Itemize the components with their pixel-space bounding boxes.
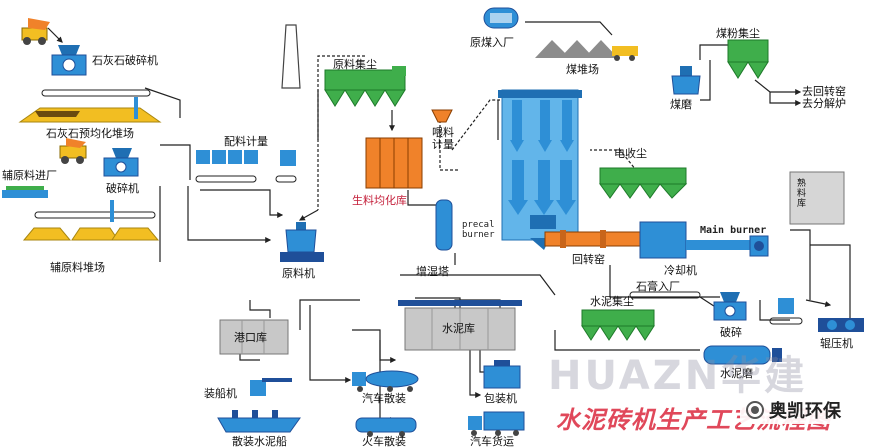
- cooler: [639, 221, 769, 259]
- label-coal-mill: 煤磨: [670, 98, 692, 111]
- label-cement-mill: 水泥磨: [720, 367, 753, 380]
- roller-press-bin: [769, 298, 803, 325]
- label-bulk-ship: 散装水泥船: [232, 435, 287, 448]
- label-to-rotary-kiln: 去回转窑: [802, 85, 846, 98]
- brand-badge: 奥凯环保: [740, 396, 847, 424]
- watermark: HUAZN华建: [548, 353, 808, 399]
- limestone-conveyor: [18, 89, 162, 123]
- packer-icon: [483, 360, 521, 389]
- raw-meal-silo: [365, 137, 423, 189]
- cement-mill-icon: [703, 345, 782, 365]
- label-aux-material-in: 辅原料进厂: [2, 169, 57, 182]
- label-crushing: 破碎: [720, 326, 742, 339]
- label-limestone-prehomogenization: 石灰石预均化堆场: [46, 127, 134, 140]
- label-ship-loader: 装船机: [204, 387, 237, 400]
- bulk-ship-icon: [217, 410, 301, 433]
- bulk-train-icon: [355, 417, 417, 437]
- label-aux-material-yard: 辅原料堆场: [50, 261, 105, 274]
- bulk-truck-icon: [352, 370, 419, 392]
- roller-press-icon: [818, 318, 864, 332]
- label-bulk-train: 火车散装: [362, 435, 406, 448]
- clinker-silo: [789, 171, 845, 225]
- label-roller-press: 辊压机: [820, 337, 853, 350]
- aux-truck-icon: [59, 138, 87, 164]
- limestone-truck-icon: [21, 18, 50, 45]
- label-rotary-kiln: 回转窑: [572, 253, 605, 266]
- label-port-silo: 港口库: [234, 331, 267, 344]
- wechat-icon: [746, 401, 764, 419]
- rotary-kiln: [530, 230, 646, 250]
- chimney: [281, 24, 301, 89]
- label-coal-yard: 煤堆场: [566, 63, 599, 76]
- raw-meal-dust-collector: [324, 66, 406, 107]
- brand-name: 奥凯环保: [769, 401, 841, 422]
- raw-coal-unloader: [483, 7, 519, 29]
- label-truck-shipping: 汽车货运: [470, 435, 514, 448]
- label-crusher: 破碎机: [106, 182, 139, 195]
- cement-dust-collector: [581, 309, 655, 341]
- label-limestone-crusher: 石灰石破碎机: [92, 54, 158, 67]
- label-raw-meal-homogenizing: 生料均化库: [352, 194, 407, 207]
- ship-loader-icon: [250, 378, 292, 396]
- label-raw-coal-in: 原煤入厂: [470, 36, 514, 49]
- batching-bins: [195, 150, 297, 183]
- flow-lines: [144, 21, 851, 423]
- gypsum-conveyor: [629, 291, 701, 299]
- gypsum-crusher-icon: [713, 292, 747, 321]
- label-to-calciner: 去分解炉: [802, 97, 846, 110]
- electrostatic-dust-collector: [599, 167, 688, 199]
- label-main-burner: Main burner: [700, 225, 767, 236]
- label-conditioning-tower: 增湿塔: [416, 265, 449, 278]
- raw-mill-icon: [280, 222, 324, 262]
- coal-powder-dust-collector: [727, 39, 769, 79]
- limestone-crusher-icon: [51, 45, 87, 76]
- label-electrostatic-dust: 电收尘: [614, 147, 647, 160]
- coal-mill-icon: [671, 66, 701, 95]
- label-feed-metering: 喂料 计量: [432, 126, 454, 152]
- aux-conveyor: [22, 200, 160, 241]
- aux-rail-car: [2, 186, 48, 198]
- label-batching-metering: 配料计量: [224, 135, 268, 148]
- label-cement-silo: 水泥库: [442, 322, 475, 335]
- label-raw-mill: 原料机: [282, 267, 315, 280]
- label-coal-powder-dust: 煤粉集尘: [716, 27, 760, 40]
- label-gypsum-in: 石膏入厂: [636, 280, 680, 293]
- feed-metering-bin: [431, 109, 453, 123]
- label-clinker-silo: 熟 料 库: [797, 179, 807, 209]
- label-bulk-truck: 汽车散装: [362, 392, 406, 405]
- label-packer: 包装机: [484, 392, 517, 405]
- coal-yard: [535, 40, 638, 61]
- aux-crusher-icon: [103, 148, 139, 177]
- freight-truck-icon: [468, 411, 525, 436]
- label-cement-dust: 水泥集尘: [590, 295, 634, 308]
- preheater-tower: [498, 89, 582, 241]
- label-raw-meal-dust: 原料集尘: [333, 58, 377, 71]
- port-silo: [219, 319, 289, 355]
- conditioning-tower: [435, 199, 453, 251]
- label-precal-burner: precal burner: [462, 220, 495, 241]
- cement-silo: [398, 300, 522, 351]
- label-cooler: 冷却机: [664, 264, 697, 277]
